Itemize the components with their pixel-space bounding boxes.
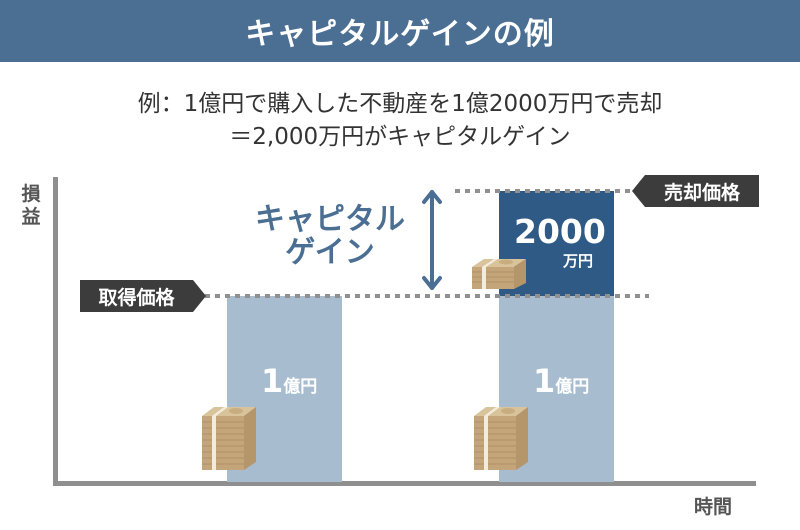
- acquisition-price-line: [205, 294, 649, 298]
- gain-unit: 万円: [563, 252, 594, 270]
- sale-base-unit: 億円: [555, 377, 590, 397]
- sale-price-line: [455, 189, 633, 193]
- capital-gain-label-line1: キャピタル: [255, 202, 405, 237]
- money-stack-icon: [202, 407, 256, 470]
- page-title: キャピタルゲインの例: [245, 17, 555, 52]
- purchase-unit: 億円: [283, 377, 318, 397]
- capital-gain-label: キャピタル ゲイン: [240, 203, 420, 269]
- sale-price-tag: 売却価格: [632, 175, 759, 207]
- example-description-line1: 例：1億円で購入した不動産を1億2000万円で売却: [137, 91, 663, 117]
- x-axis-label: 時間: [694, 496, 733, 518]
- purchase-value: 1: [261, 362, 284, 400]
- sale-base-value: 1: [533, 362, 556, 400]
- gain-value: 2000: [514, 212, 606, 251]
- double-arrow-icon: [422, 190, 442, 290]
- acquisition-price-tag: 取得価格: [80, 280, 206, 312]
- x-axis: [53, 481, 756, 486]
- money-stack-icon: [472, 259, 526, 289]
- sale-base-bar-label: 1億円: [533, 362, 589, 400]
- header-bar: キャピタルゲインの例: [0, 0, 800, 62]
- y-axis-label: 損益: [21, 183, 41, 228]
- example-description-line2: ＝2,000万円がキャピタルゲイン: [229, 124, 571, 150]
- purchase-bar-label: 1億円: [261, 362, 317, 400]
- capital-gain-label-line2: ゲイン: [285, 235, 375, 270]
- y-axis: [53, 177, 58, 486]
- money-stack-icon: [474, 407, 528, 470]
